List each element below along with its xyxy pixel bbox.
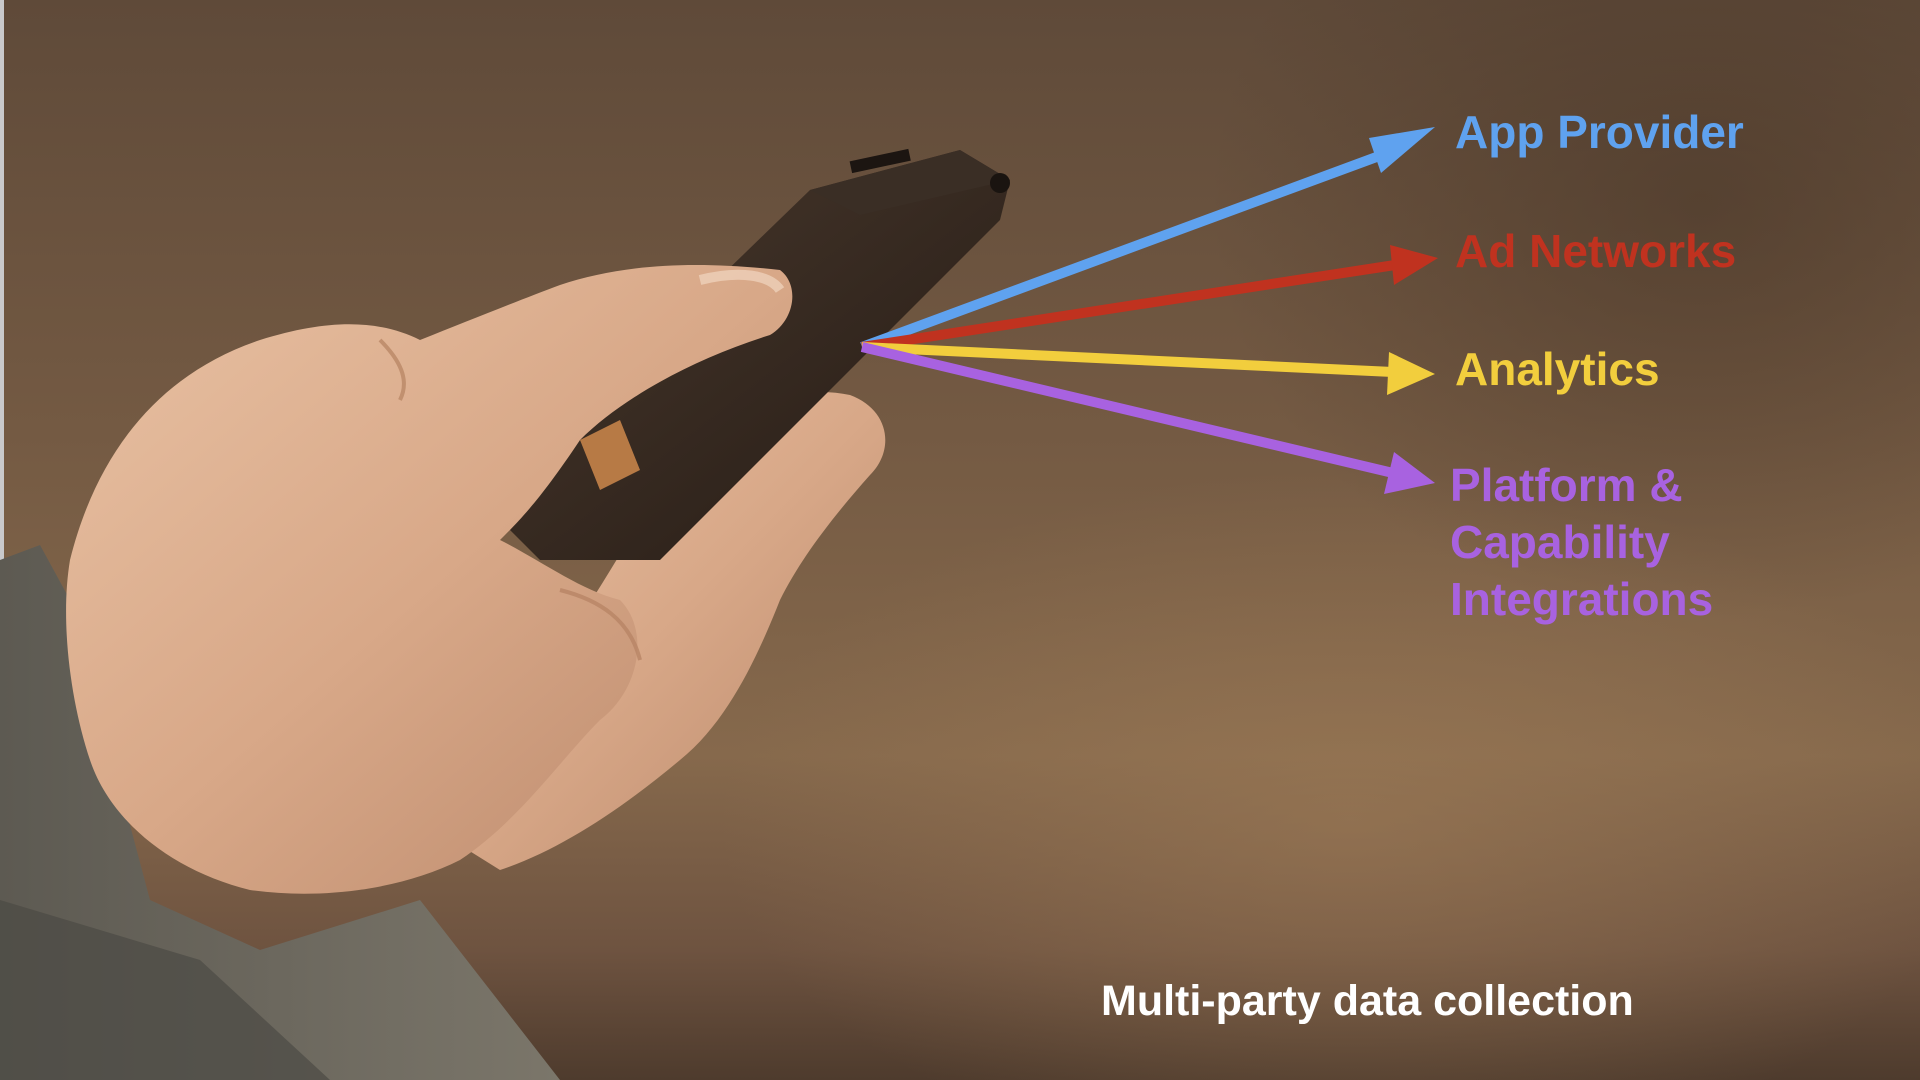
label-platform-capability-integrations: Platform & Capability Integrations <box>1450 457 1850 628</box>
smartphone <box>485 148 1010 560</box>
arrowhead-app-provider <box>1369 127 1435 173</box>
label-ad-networks: Ad Networks <box>1455 225 1737 277</box>
label-platform-line-1: Platform & <box>1450 459 1683 511</box>
data-flow-arrows <box>860 127 1438 494</box>
arrow-ad-networks <box>861 260 1396 352</box>
label-platform-line-3: Integrations <box>1450 573 1714 625</box>
arrowhead-platform <box>1384 452 1435 494</box>
slide-caption: Multi-party data collection <box>1101 977 1634 1025</box>
arrowhead-analytics <box>1387 352 1435 395</box>
arrow-platform <box>860 342 1395 478</box>
label-analytics: Analytics <box>1455 343 1660 395</box>
arrowhead-ad-networks <box>1390 245 1438 285</box>
label-platform-line-2: Capability <box>1450 516 1670 568</box>
arrow-app-provider <box>860 147 1392 352</box>
label-app-provider: App Provider <box>1455 106 1744 158</box>
slide-left-border <box>0 0 4 1080</box>
arrow-analytics <box>861 342 1394 377</box>
main-hand <box>66 265 793 894</box>
